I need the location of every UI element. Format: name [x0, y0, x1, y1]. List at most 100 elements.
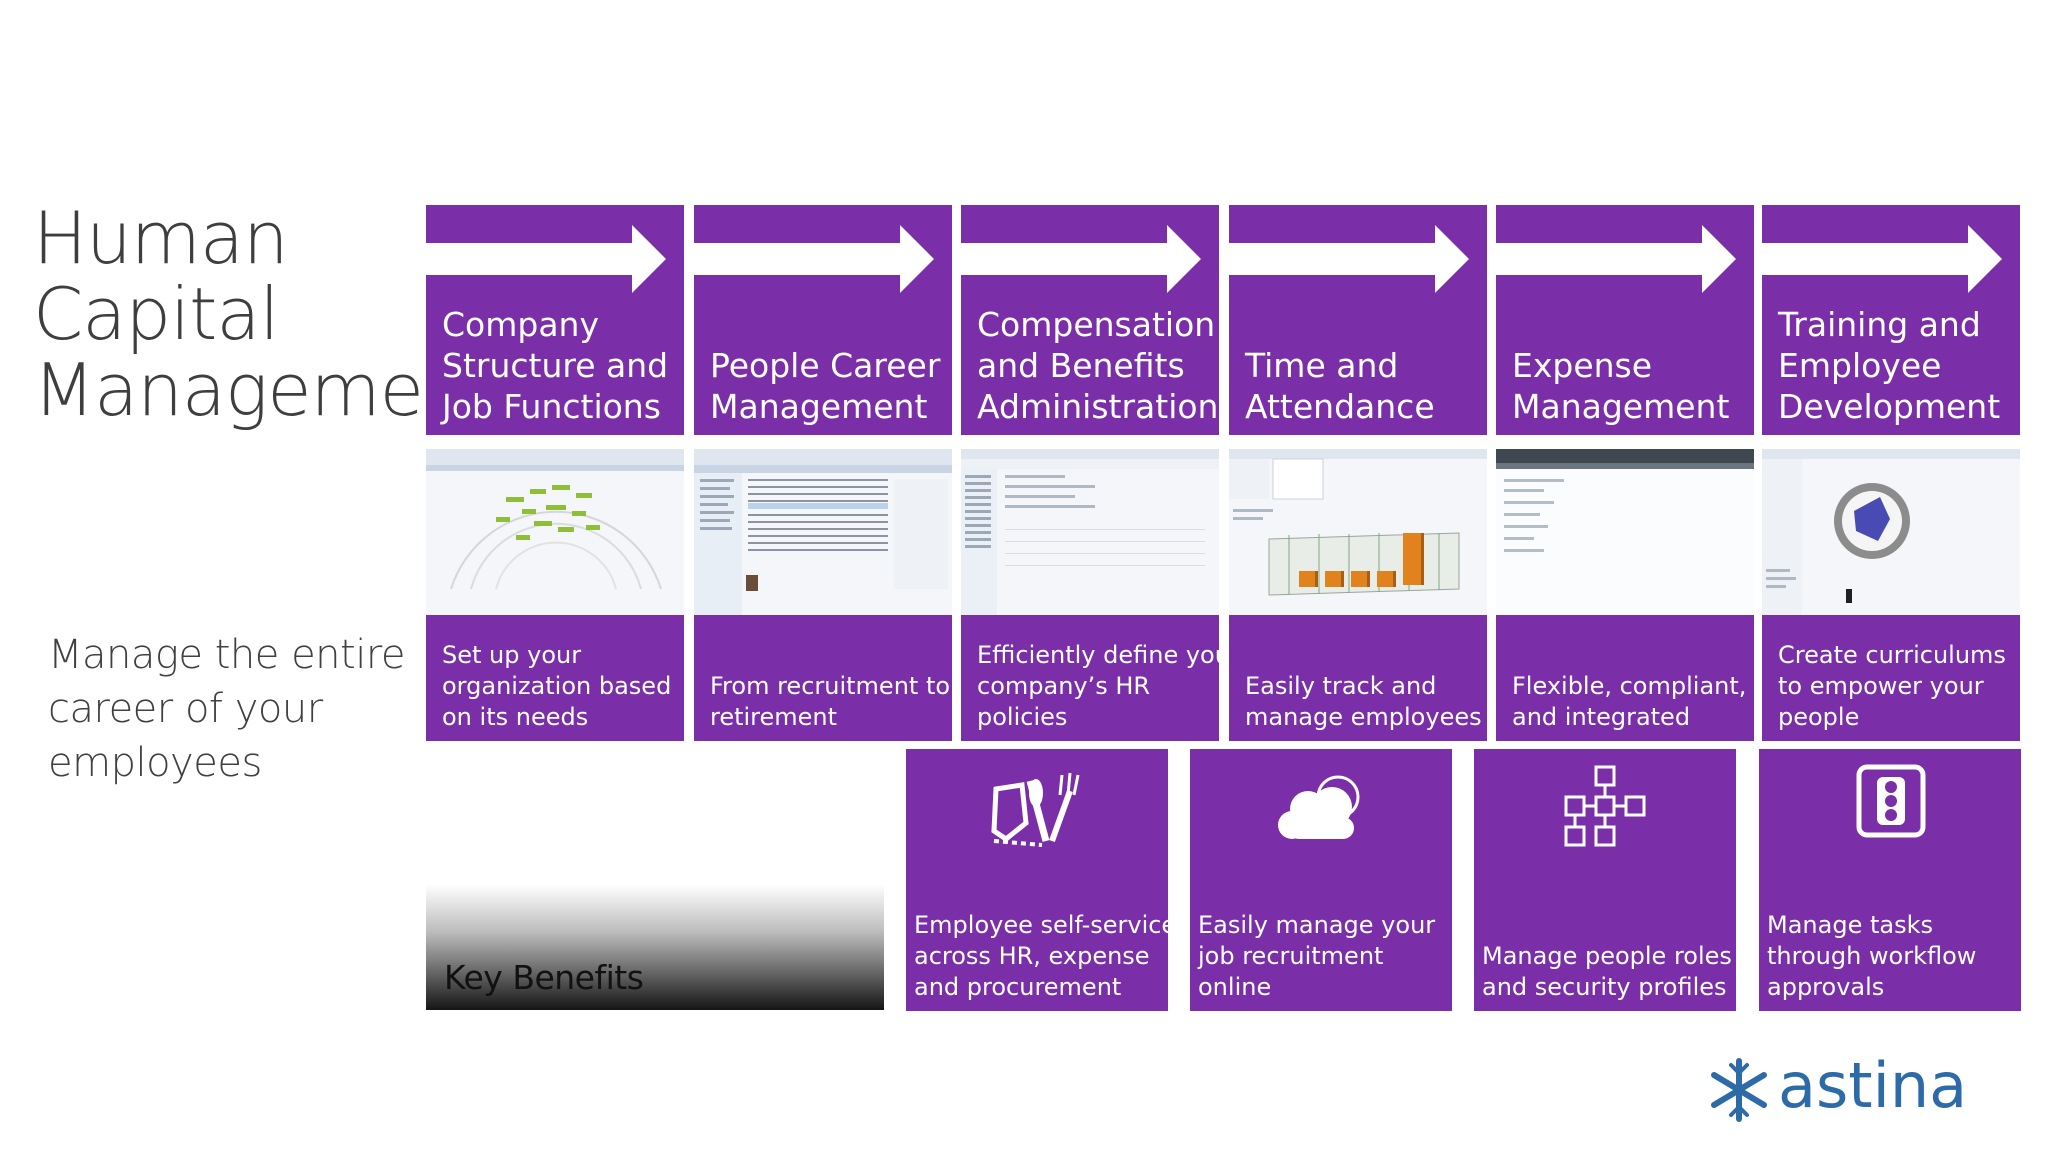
module-title-line: Compensation	[977, 305, 1216, 344]
module-desc-line: to empower your	[1778, 672, 1984, 700]
benefit-text-line: and security profiles	[1482, 973, 1727, 1001]
module-screenshot	[1762, 449, 2020, 615]
logo-text: astina	[1778, 1049, 1968, 1122]
arrow-right-icon	[426, 225, 666, 293]
module-title-line: Administration	[977, 387, 1219, 426]
module-title: Company Structure and Job Functions	[442, 304, 676, 427]
arrow-right-icon	[1229, 225, 1469, 293]
module-title: People Career Management	[710, 345, 944, 427]
benefit-text-line: through workflow	[1767, 942, 1977, 970]
benefit-text-line: approvals	[1767, 973, 1885, 1001]
module-people-career[interactable]: People Career Management From recruitmen…	[694, 205, 952, 741]
module-header: Training and Employee Development	[1762, 205, 2020, 435]
module-desc-line: organization based	[442, 672, 672, 700]
module-title: Training and Employee Development	[1778, 304, 2012, 427]
benefit-text-line: Manage people roles	[1482, 942, 1732, 970]
tagline-line: career of your	[48, 686, 323, 732]
benefit-text-line: job recruitment	[1198, 942, 1384, 970]
benefit-recruitment[interactable]: Easily manage your job recruitment onlin…	[1190, 749, 1452, 1011]
module-screenshot	[694, 449, 952, 615]
module-desc-line: Easily track and	[1245, 672, 1437, 700]
module-title-line: Training and	[1778, 305, 1981, 344]
module-title-line: Development	[1778, 387, 2001, 426]
module-screenshot	[1229, 449, 1487, 615]
module-desc-line: manage employees	[1245, 703, 1482, 731]
module-description: Efficiently define your company’s HR pol…	[961, 615, 1240, 741]
module-desc-line: retirement	[710, 703, 838, 731]
module-header: Time and Attendance	[1229, 205, 1487, 435]
module-header: Company Structure and Job Functions	[426, 205, 684, 435]
benefit-text-line: online	[1198, 973, 1272, 1001]
module-description: Create curriculums to empower your peopl…	[1762, 615, 2020, 741]
module-title-line: Expense	[1512, 346, 1653, 385]
module-desc-line: on its needs	[442, 703, 589, 731]
module-title-line: Employee	[1778, 346, 1942, 385]
module-title-line: Structure and	[442, 346, 669, 385]
traffic-light-icon	[1856, 764, 1926, 838]
benefit-text-line: and procurement	[914, 973, 1122, 1001]
module-company-structure[interactable]: Company Structure and Job Functions Set …	[426, 205, 684, 741]
module-training-development[interactable]: Training and Employee Development Create…	[1762, 205, 2020, 741]
module-compensation-benefits[interactable]: Compensation and Benefits Administration…	[961, 205, 1240, 741]
module-title-line: Company	[442, 305, 599, 344]
benefit-text-line: Manage tasks	[1767, 911, 1933, 939]
org-chart-icon	[1564, 765, 1646, 847]
tagline: Manage the entire career of your employe…	[48, 628, 408, 790]
benefit-text: Manage people roles and security profile…	[1482, 941, 1732, 1003]
module-header: Compensation and Benefits Administration	[961, 205, 1219, 435]
module-title-line: Time and	[1245, 346, 1399, 385]
module-desc-line: Create curriculums	[1778, 641, 2006, 669]
module-screenshot	[1496, 449, 1754, 615]
module-screenshot	[961, 449, 1219, 615]
cloud-icon	[1278, 775, 1360, 839]
snowflake-icon	[1711, 1058, 1767, 1122]
key-benefits-banner	[426, 748, 884, 1010]
module-title-line: Management	[710, 387, 928, 426]
benefit-text: Manage tasks through workflow approvals	[1767, 910, 2017, 1003]
module-description: Set up your organization based on its ne…	[426, 615, 684, 741]
module-desc-line: Flexible, compliant,	[1512, 672, 1747, 700]
benefit-text-line: Easily manage your	[1198, 911, 1436, 939]
module-desc-line: company’s HR	[977, 672, 1151, 700]
module-desc-line: and integrated	[1512, 703, 1691, 731]
astina-logo: astina	[1706, 1049, 1967, 1125]
module-desc-line: From recruitment to	[710, 672, 951, 700]
benefit-roles-security[interactable]: Manage people roles and security profile…	[1474, 749, 1736, 1011]
tagline-line: Manage the entire	[48, 632, 406, 678]
module-time-attendance[interactable]: Time and Attendance Easily track and man…	[1229, 205, 1487, 741]
module-description: Flexible, compliant, and integrated	[1496, 615, 1754, 741]
module-desc-line: people	[1778, 703, 1860, 731]
module-title-line: Management	[1512, 387, 1730, 426]
module-desc-line: Set up your	[442, 641, 582, 669]
fork-knife-icon	[991, 772, 1080, 847]
module-header: Expense Management	[1496, 205, 1754, 435]
module-desc-line: Efficiently define your	[977, 641, 1240, 669]
module-description: From recruitment to retirement	[694, 615, 952, 741]
benefit-text-line: across HR, expense	[914, 942, 1150, 970]
module-description: Easily track and manage employees	[1229, 615, 1487, 741]
module-title-line: People Career	[710, 346, 941, 385]
module-desc-line: policies	[977, 703, 1068, 731]
tagline-line: employees	[48, 740, 262, 786]
module-header: People Career Management	[694, 205, 952, 435]
benefit-self-service[interactable]: Employee self-service across HR, expense…	[906, 749, 1177, 1011]
module-screenshot	[426, 449, 684, 615]
module-title-line: and Benefits	[977, 346, 1185, 385]
benefit-text-line: Employee self-service	[914, 911, 1177, 939]
page-title: Human Capital Management	[33, 200, 496, 432]
module-title: Compensation and Benefits Administration	[977, 304, 1219, 427]
page-title-line: Management	[33, 348, 496, 432]
module-title-line: Job Functions	[442, 387, 661, 426]
module-title: Expense Management	[1512, 345, 1746, 427]
arrow-right-icon	[694, 225, 934, 293]
page-title-line: Capital	[33, 272, 279, 356]
arrow-right-icon	[961, 225, 1201, 293]
key-benefits-label: Key Benefits	[444, 958, 644, 997]
module-expense-management[interactable]: Expense Management Flexible, compliant, …	[1496, 205, 1754, 741]
module-title-line: Attendance	[1245, 387, 1435, 426]
arrow-right-icon	[1496, 225, 1736, 293]
benefit-text: Employee self-service across HR, expense…	[914, 910, 1177, 1003]
arrow-right-icon	[1762, 225, 2002, 293]
benefit-workflow[interactable]: Manage tasks through workflow approvals	[1759, 749, 2021, 1011]
module-title: Time and Attendance	[1245, 345, 1479, 427]
